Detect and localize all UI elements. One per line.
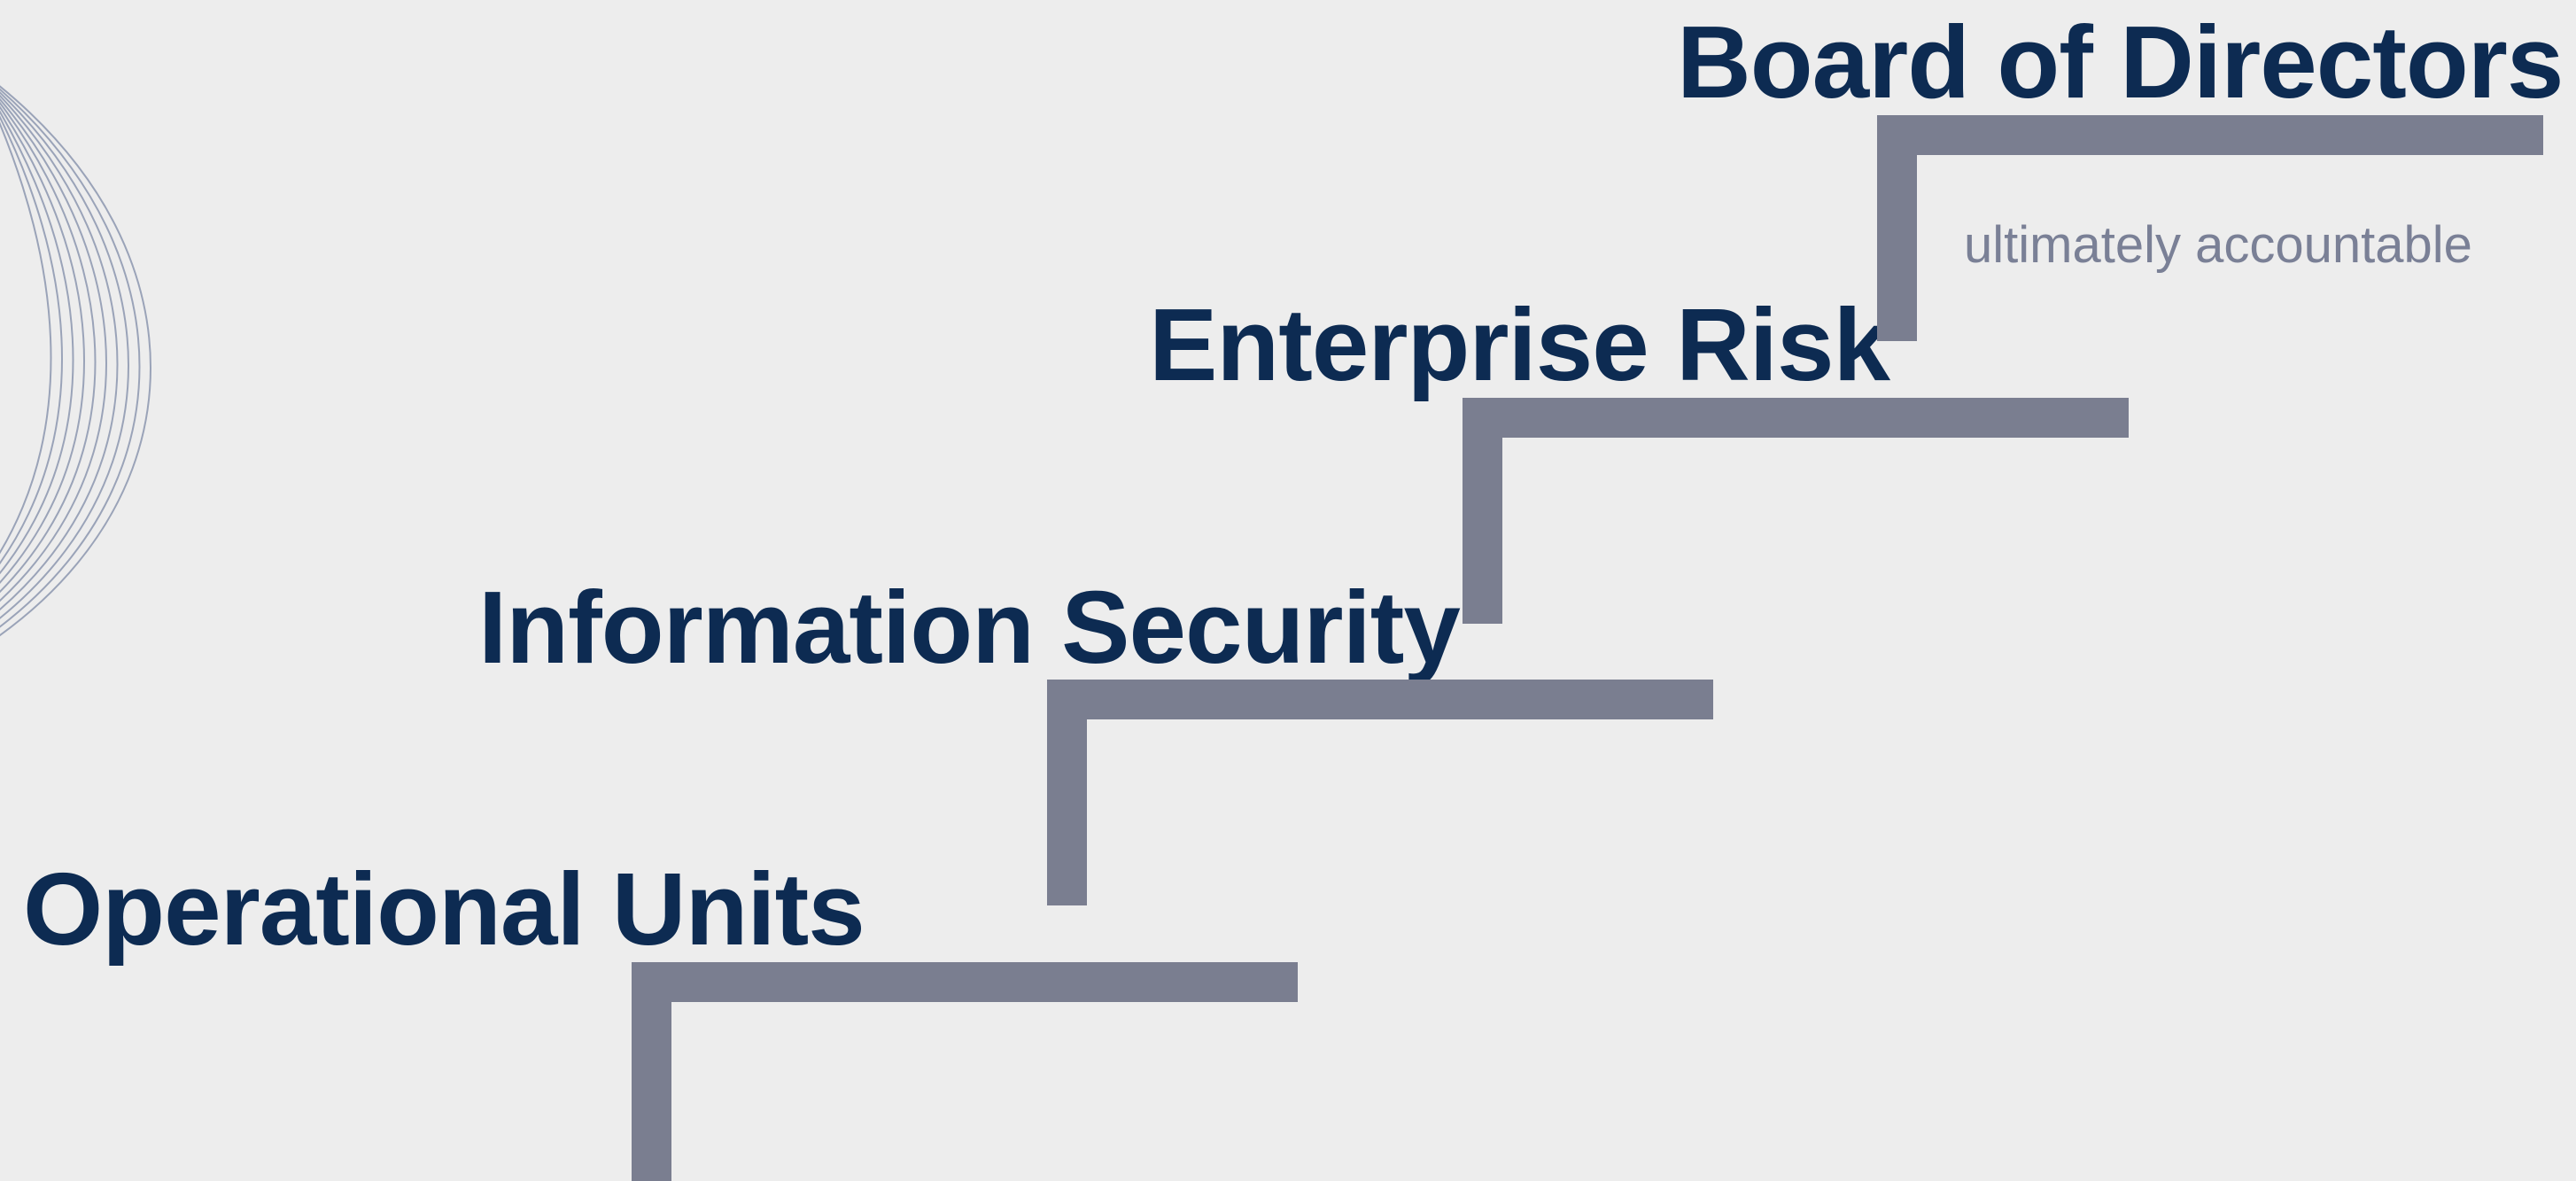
step-label-board-of-directors: Board of Directors [1677, 4, 2564, 120]
stair-riser-enterprise-risk [1463, 398, 1502, 624]
stair-tread-board-of-directors [1877, 115, 2543, 155]
step-label-operational-units: Operational Units [23, 851, 865, 967]
stair-tread-information-security [1047, 680, 1713, 719]
decorative-concentric-arcs [0, 85, 151, 636]
stair-tread-enterprise-risk [1463, 398, 2129, 438]
step-label-information-security: Information Security [478, 570, 1461, 685]
step-label-enterprise-risk: Enterprise Risk [1149, 287, 1890, 402]
stair-riser-information-security [1047, 680, 1087, 905]
stair-riser-board-of-directors [1877, 115, 1917, 341]
step-note-board-of-directors: ultimately accountable [1964, 216, 2472, 274]
stair-riser-operational-units [632, 962, 671, 1181]
stair-tread-operational-units [632, 962, 1298, 1002]
